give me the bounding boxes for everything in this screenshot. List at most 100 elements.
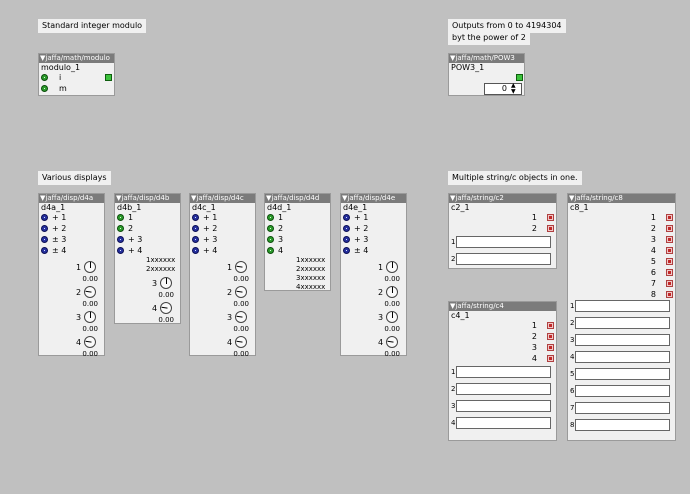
string-input[interactable] [456,417,551,429]
instance-name[interactable]: c8_1 [570,203,589,212]
object-header[interactable]: ▼jaffa/math/modulo [39,54,114,63]
object-header[interactable]: ▼jaffa/disp/d4b [115,194,180,203]
outlet-icon[interactable] [666,280,673,287]
outlet-icon[interactable] [547,214,554,221]
dial-icon[interactable] [386,311,398,323]
object-header[interactable]: ▼jaffa/disp/d4c [190,194,255,203]
outlet-icon[interactable] [105,74,112,81]
string-input[interactable] [575,334,670,346]
dial-icon[interactable] [386,261,398,273]
inlet-icon[interactable] [192,236,199,243]
string-input[interactable] [456,400,551,412]
string-input[interactable] [575,351,670,363]
inlet-icon[interactable] [267,236,274,243]
outlet-icon[interactable] [547,355,554,362]
outlet-icon[interactable] [666,269,673,276]
instance-name[interactable]: d4d_1 [267,203,292,212]
comment-standard-integer-modulo[interactable]: Standard integer modulo [38,19,147,33]
inlet-icon[interactable] [343,236,350,243]
object-header[interactable]: ▼jaffa/string/c2 [449,194,556,203]
dial-icon[interactable] [235,336,247,348]
inlet-icon[interactable] [267,214,274,221]
instance-name[interactable]: d4c_1 [192,203,216,212]
string-input[interactable] [575,402,670,414]
object-header[interactable]: ▼jaffa/string/c8 [568,194,675,203]
inlet-icon[interactable] [41,214,48,221]
inlet-icon[interactable] [192,214,199,221]
inlet-icon[interactable] [343,247,350,254]
outlet-icon[interactable] [547,333,554,340]
dial-icon[interactable] [235,286,247,298]
inlet-icon[interactable] [343,225,350,232]
inlet-icon[interactable] [267,225,274,232]
outlet-icon[interactable] [516,74,523,81]
outlet-icon[interactable] [547,344,554,351]
comment-multiple-string[interactable]: Multiple string/c objects in one. [448,171,582,185]
inlet-icon[interactable] [343,214,350,221]
object-header[interactable]: ▼jaffa/disp/d4a [39,194,104,203]
string-input[interactable] [575,300,670,312]
instance-name[interactable]: d4b_1 [117,203,142,212]
outlet-icon[interactable] [666,225,673,232]
comment-power-of-two[interactable]: byt the power of 2 [448,31,530,45]
dial-icon[interactable] [84,261,96,273]
dial-icon[interactable] [386,336,398,348]
dial-icon[interactable] [160,277,172,289]
string-input[interactable] [575,385,670,397]
outlet-icon[interactable] [666,214,673,221]
instance-name[interactable]: POW3_1 [451,63,485,72]
dial-icon[interactable] [386,286,398,298]
dial-icon[interactable] [235,311,247,323]
dial-icon[interactable] [84,286,96,298]
string-input[interactable] [456,236,551,248]
inlet-i-icon[interactable] [41,74,48,81]
inlet-icon[interactable] [117,236,124,243]
pow3-spinner[interactable]: 0 ▲▼ [484,83,522,95]
outlet-icon[interactable] [666,258,673,265]
instance-name[interactable]: d4e_1 [343,203,368,212]
string-input[interactable] [456,253,551,265]
spinner-arrows-icon[interactable]: ▲▼ [511,82,516,95]
dial-icon[interactable] [235,261,247,273]
instance-name[interactable]: c2_1 [451,203,470,212]
outlet-icon[interactable] [666,291,673,298]
string-input[interactable] [575,419,670,431]
dial-icon[interactable] [84,336,96,348]
string-input[interactable] [456,366,551,378]
inlet-icon[interactable] [267,247,274,254]
inlet-m-icon[interactable] [41,85,48,92]
pow3-object[interactable]: ▼jaffa/math/POW3 POW3_1 0 ▲▼ [448,53,525,96]
outlet-icon[interactable] [547,225,554,232]
modulo-object[interactable]: ▼jaffa/math/modulo modulo_1 i m [38,53,115,96]
dial-icon[interactable] [84,311,96,323]
instance-name[interactable]: d4a_1 [41,203,66,212]
inlet-icon[interactable] [192,247,199,254]
string-input[interactable] [456,383,551,395]
comment-outputs-range[interactable]: Outputs from 0 to 4194304 [448,19,566,33]
instance-name[interactable]: modulo_1 [41,63,81,72]
object-header[interactable]: ▼jaffa/string/c4 [449,302,556,311]
object-header[interactable]: ▼jaffa/math/POW3 [449,54,524,63]
inlet-icon[interactable] [117,214,124,221]
inlet-icon[interactable] [192,225,199,232]
inlet-icon[interactable] [117,225,124,232]
dial-icon[interactable] [160,302,172,314]
inlet-icon[interactable] [41,247,48,254]
object-header[interactable]: ▼jaffa/disp/d4d [265,194,330,203]
outlet-icon[interactable] [666,247,673,254]
inlet-icon[interactable] [41,236,48,243]
inlet-icon[interactable] [41,225,48,232]
object-header[interactable]: ▼jaffa/disp/d4e [341,194,406,203]
outlet-icon[interactable] [666,236,673,243]
outlet-icon[interactable] [547,322,554,329]
inlet-icon[interactable] [117,247,124,254]
comment-various-displays[interactable]: Various displays [38,171,111,185]
